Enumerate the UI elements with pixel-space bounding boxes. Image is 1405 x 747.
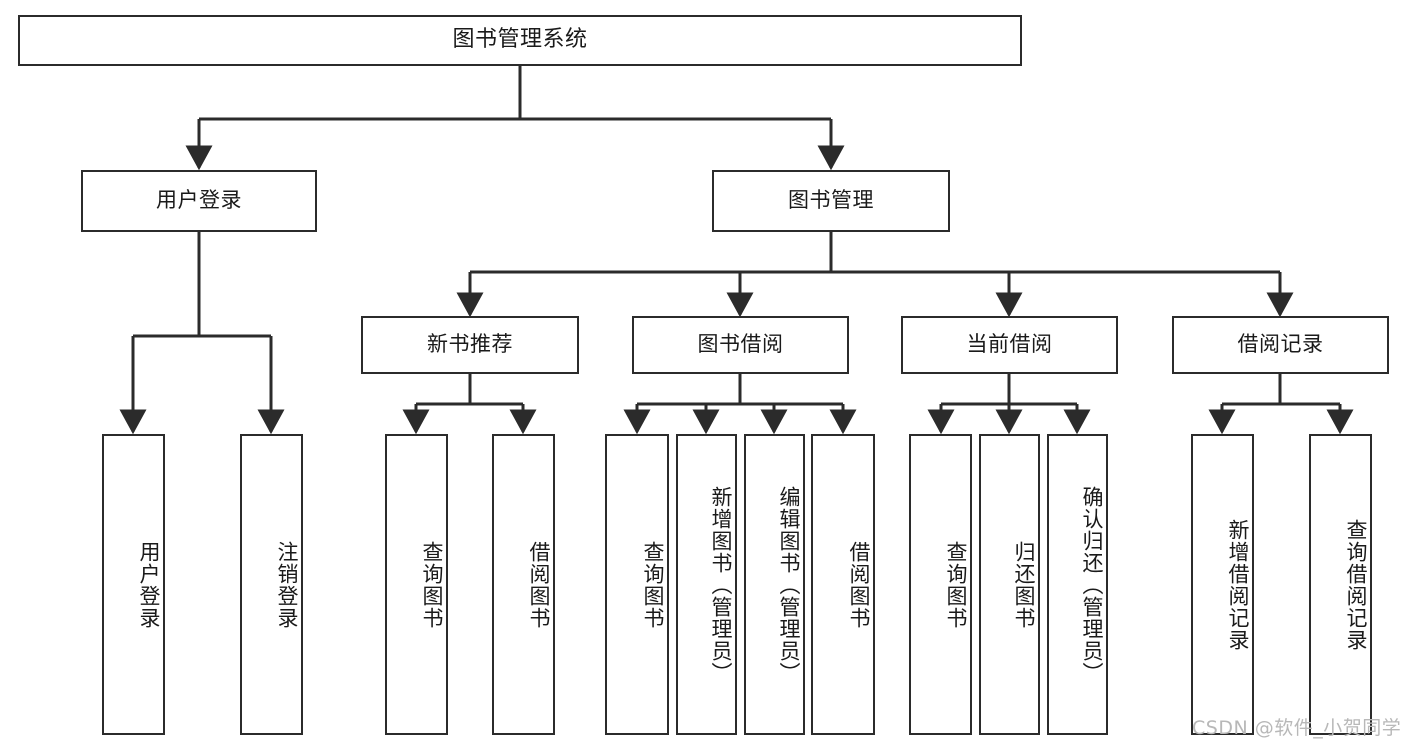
leaf-label: 查询图书 [641,540,665,629]
leaf-label: 查询借阅记录 [1344,518,1368,651]
leaf-label: 借阅图书 [847,540,871,629]
leaf-label: 新增借阅记录 [1226,518,1250,651]
leaf-add-borrow-record[interactable]: 新增借阅记录 [1191,434,1254,735]
node-new-book-recommend[interactable]: 新书推荐 [361,316,579,374]
node-borrow-record[interactable]: 借阅记录 [1172,316,1389,374]
leaf-query-book-borrow[interactable]: 查询图书 [605,434,669,735]
leaf-label: 编辑图书（管理员） [777,485,801,684]
node-user-login[interactable]: 用户登录 [81,170,317,232]
leaf-label: 查询图书 [944,540,968,629]
node-current-borrow[interactable]: 当前借阅 [901,316,1118,374]
node-book-manage[interactable]: 图书管理 [712,170,950,232]
leaf-add-book[interactable]: 新增图书（管理员） [676,434,737,735]
leaf-user-login[interactable]: 用户登录 [102,434,165,735]
leaf-confirm-return[interactable]: 确认归还（管理员） [1047,434,1108,735]
leaf-borrow-book-recommend[interactable]: 借阅图书 [492,434,555,735]
leaf-query-book-recommend[interactable]: 查询图书 [385,434,448,735]
csdn-watermark: CSDN @软件_小贺同学 [1192,717,1402,739]
leaf-label: 确认归还（管理员） [1080,485,1104,684]
node-book-borrow[interactable]: 图书借阅 [632,316,849,374]
leaf-label: 查询图书 [420,540,444,629]
leaf-query-book-current[interactable]: 查询图书 [909,434,972,735]
leaf-label: 归还图书 [1012,540,1036,629]
leaf-return-book[interactable]: 归还图书 [979,434,1040,735]
leaf-borrow-book-borrow[interactable]: 借阅图书 [811,434,875,735]
node-root[interactable]: 图书管理系统 [18,15,1022,66]
leaf-label: 新增图书（管理员） [709,485,733,684]
leaf-label: 借阅图书 [527,540,551,629]
leaf-edit-book[interactable]: 编辑图书（管理员） [744,434,805,735]
leaf-logout[interactable]: 注销登录 [240,434,303,735]
leaf-label: 用户登录 [137,540,161,629]
leaf-label: 注销登录 [275,540,299,629]
leaf-query-borrow-record[interactable]: 查询借阅记录 [1309,434,1372,735]
